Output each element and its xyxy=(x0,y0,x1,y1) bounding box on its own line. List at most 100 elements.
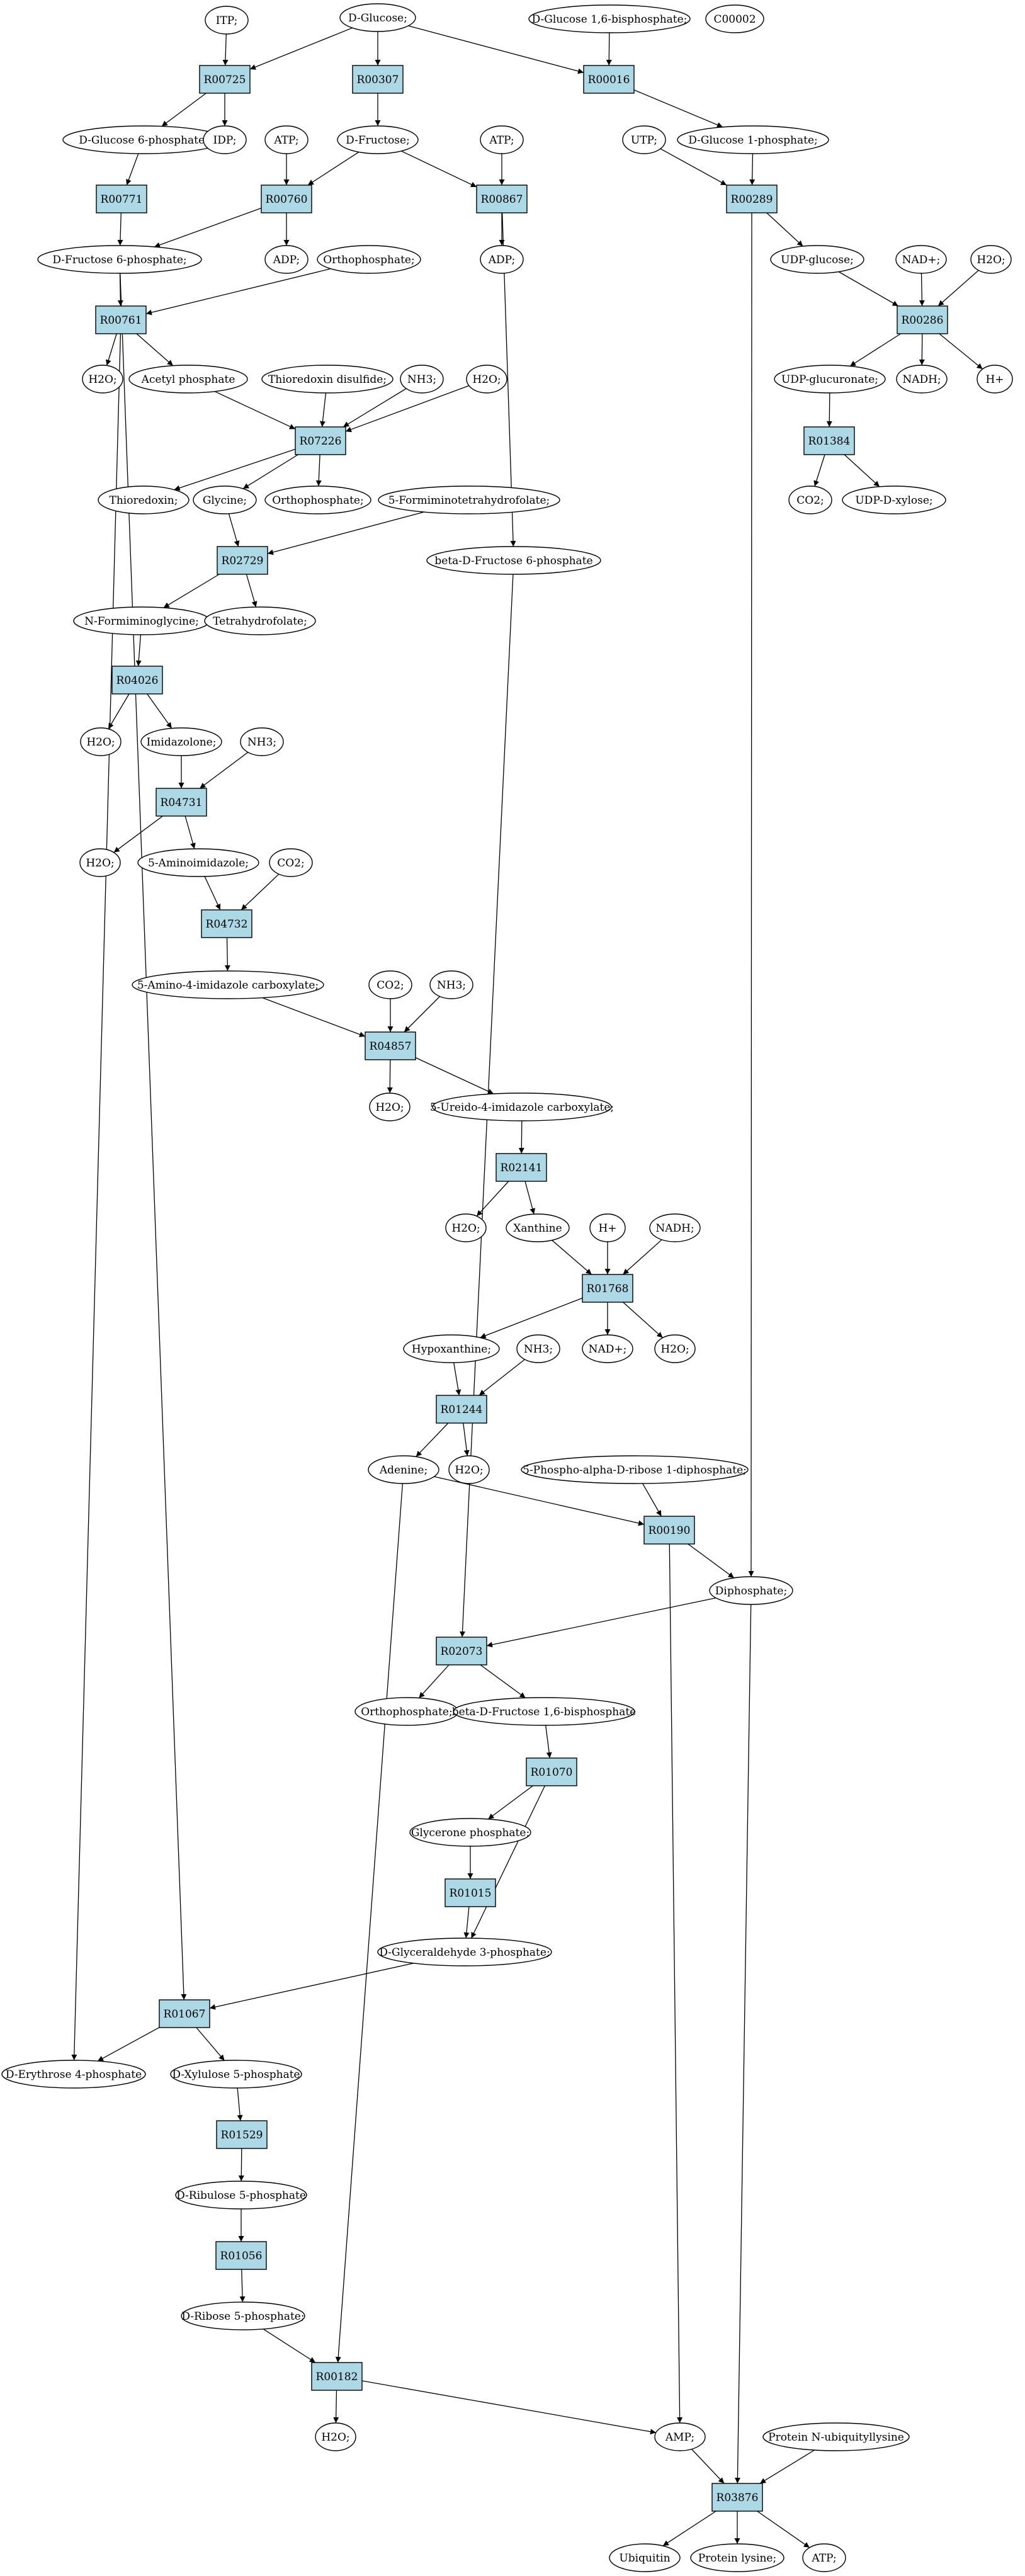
reaction-r04731[interactable]: R04731 xyxy=(156,788,207,817)
compound-nh3_d[interactable]: NH3; xyxy=(516,1334,560,1363)
compound-nad2[interactable]: NAD+; xyxy=(582,1334,633,1363)
reaction-r00182[interactable]: R00182 xyxy=(311,2362,363,2391)
compound-nh3_b[interactable]: NH3; xyxy=(240,727,284,756)
reaction-r02073[interactable]: R02073 xyxy=(436,1637,487,1665)
compound-h2o_f[interactable]: H2O; xyxy=(369,1092,411,1121)
compound-diphos[interactable]: Diphosphate; xyxy=(709,1576,793,1605)
compound-ru5p[interactable]: D-Ribulose 5-phosphate xyxy=(175,2181,307,2210)
compound-h2o_g[interactable]: H2O; xyxy=(445,1213,487,1242)
compound-nadh1[interactable]: NADH; xyxy=(896,365,948,394)
compound-udpglc[interactable]: UDP-glucose; xyxy=(770,245,864,274)
compound-uicarb[interactable]: 5-Ureido-4-imidazole carboxylate; xyxy=(430,1092,614,1121)
reaction-r00307[interactable]: R00307 xyxy=(352,65,404,94)
reaction-r01529[interactable]: R01529 xyxy=(216,2120,268,2149)
compound-trxdis[interactable]: Thioredoxin disulfide; xyxy=(261,365,394,394)
reaction-r01070[interactable]: R01070 xyxy=(526,1757,577,1786)
compound-adenine[interactable]: Adenine; xyxy=(368,1455,439,1484)
compound-formthf[interactable]: 5-Formiminotetrahydrofolate; xyxy=(378,485,560,514)
compound-e4p[interactable]: D-Erythrose 4-phosphate xyxy=(1,2060,146,2089)
compound-orthophos1[interactable]: Orthophosphate; xyxy=(317,245,421,274)
compound-g16bp[interactable]: D-Glucose 1,6-bisphosphate; xyxy=(528,4,691,33)
compound-hplus2[interactable]: H+ xyxy=(589,1213,626,1242)
reaction-r00016[interactable]: R00016 xyxy=(583,65,635,94)
reaction-r02729[interactable]: R02729 xyxy=(217,546,268,575)
reaction-r00190[interactable]: R00190 xyxy=(643,1516,695,1545)
compound-nh3_c[interactable]: NH3; xyxy=(429,970,473,999)
compound-h2o_a[interactable]: H2O; xyxy=(82,365,123,394)
compound-xanthine[interactable]: Xanthine xyxy=(506,1213,570,1242)
compound-fructose[interactable]: D-Fructose; xyxy=(337,125,419,154)
compound-nadh2[interactable]: NADH; xyxy=(649,1213,701,1242)
compound-thf[interactable]: Tetrahydrofolate; xyxy=(204,606,316,635)
compound-h2o_d[interactable]: H2O; xyxy=(80,727,122,756)
reaction-r03876[interactable]: R03876 xyxy=(711,2483,763,2512)
reaction-r00867[interactable]: R00867 xyxy=(476,184,528,213)
compound-bf16bp[interactable]: beta-D-Fructose 1,6-bisphosphate xyxy=(452,1697,636,1726)
compound-ubiquitin[interactable]: Ubiquitin xyxy=(609,2543,681,2572)
reaction-r00760[interactable]: R00760 xyxy=(261,184,312,213)
reaction-r04026[interactable]: R04026 xyxy=(111,666,163,695)
reaction-r00725[interactable]: R00725 xyxy=(199,65,251,94)
compound-protlys[interactable]: Protein lysine; xyxy=(690,2543,784,2572)
compound-atp3[interactable]: ATP; xyxy=(802,2543,846,2572)
compound-r5p[interactable]: D-Ribose 5-phosphate; xyxy=(181,2301,305,2330)
compound-h2o_c[interactable]: H2O; xyxy=(466,365,507,394)
compound-xu5p[interactable]: D-Xylulose 5-phosphate xyxy=(170,2060,302,2089)
compound-c00002[interactable]: C00002 xyxy=(705,4,764,33)
compound-g6p[interactable]: D-Glucose 6-phosphate; xyxy=(62,125,225,154)
reaction-r04732[interactable]: R04732 xyxy=(201,909,252,938)
reaction-r00761[interactable]: R00761 xyxy=(95,305,147,334)
reaction-r01768[interactable]: R01768 xyxy=(582,1274,633,1303)
compound-hplus1[interactable]: H+ xyxy=(977,365,1013,394)
compound-h2o_b[interactable]: H2O; xyxy=(970,245,1012,274)
reaction-r04857[interactable]: R04857 xyxy=(365,1031,416,1060)
compound-protubq[interactable]: Protein N-ubiquityllysine xyxy=(762,2422,910,2451)
compound-adp2[interactable]: ADP; xyxy=(480,245,524,274)
compound-utp[interactable]: UTP; xyxy=(622,125,666,154)
compound-nformgly[interactable]: N-Formiminoglycine; xyxy=(73,606,210,635)
reaction-r07226[interactable]: R07226 xyxy=(295,426,346,455)
reaction-r00771[interactable]: R00771 xyxy=(96,184,147,213)
compound-aicarb[interactable]: 5-Amino-4-imidazole carboxylate; xyxy=(132,970,324,999)
compound-acetylp[interactable]: Acetyl phosphate xyxy=(128,365,248,394)
compound-h2o_h[interactable]: H2O; xyxy=(654,1334,696,1363)
compound-amp[interactable]: AMP; xyxy=(654,2422,706,2451)
reaction-r00286[interactable]: R00286 xyxy=(897,305,948,334)
compound-gap[interactable]: D-Glyceraldehyde 3-phosphate; xyxy=(377,1938,552,1966)
compound-co2_b[interactable]: CO2; xyxy=(269,848,313,877)
compound-itp[interactable]: ITP; xyxy=(205,6,249,35)
reaction-r01384[interactable]: R01384 xyxy=(803,426,855,455)
compound-bf6p[interactable]: beta-D-Fructose 6-phosphate xyxy=(426,546,601,575)
compound-glucose[interactable]: D-Glucose; xyxy=(339,3,416,32)
compound-prpp[interactable]: 5-Phospho-alpha-D-ribose 1-diphosphate; xyxy=(521,1455,749,1484)
compound-co2_a[interactable]: CO2; xyxy=(788,485,832,514)
compound-glycine[interactable]: Glycine; xyxy=(193,485,257,514)
reaction-r00289[interactable]: R00289 xyxy=(726,184,778,213)
compound-adp1[interactable]: ADP; xyxy=(264,245,309,274)
compound-imidazolone[interactable]: Imidazolone; xyxy=(140,727,222,756)
reaction-r02141[interactable]: R02141 xyxy=(496,1153,547,1182)
reaction-r01015[interactable]: R01015 xyxy=(445,1878,496,1907)
compound-udpglcu[interactable]: UDP-glucuronate; xyxy=(774,365,886,394)
reaction-r01067[interactable]: R01067 xyxy=(159,1999,210,2028)
compound-nad1[interactable]: NAD+; xyxy=(895,245,947,274)
compound-h2o_i[interactable]: H2O; xyxy=(448,1455,490,1484)
compound-aminoimid[interactable]: 5-Aminoimidazole; xyxy=(137,848,259,877)
compound-atp1[interactable]: ATP; xyxy=(264,125,309,154)
compound-co2_c[interactable]: CO2; xyxy=(368,970,412,999)
compound-orthophos3[interactable]: Orthophosphate; xyxy=(354,1697,459,1726)
compound-g1p[interactable]: D-Glucose 1-phosphate; xyxy=(677,125,829,154)
compound-f6p[interactable]: D-Fructose 6-phosphate; xyxy=(37,245,202,274)
compound-h2o_e[interactable]: H2O; xyxy=(79,848,121,877)
compound-atp2[interactable]: ATP; xyxy=(480,125,524,154)
compound-hypox[interactable]: Hypoxanthine; xyxy=(403,1334,500,1363)
compound-orthophos2[interactable]: Orthophosphate; xyxy=(264,485,371,514)
reaction-r01244[interactable]: R01244 xyxy=(436,1395,487,1424)
compound-idp[interactable]: IDP; xyxy=(203,125,247,154)
compound-trx[interactable]: Thioredoxin; xyxy=(98,485,190,514)
compound-glyp[interactable]: Glycerone phosphate; xyxy=(409,1818,531,1847)
compound-nh3_a[interactable]: NH3; xyxy=(400,365,444,394)
compound-h2o_j[interactable]: H2O; xyxy=(315,2422,356,2451)
reaction-r01056[interactable]: R01056 xyxy=(215,2241,267,2270)
compound-udpxyl[interactable]: UDP-D-xylose; xyxy=(842,485,946,514)
